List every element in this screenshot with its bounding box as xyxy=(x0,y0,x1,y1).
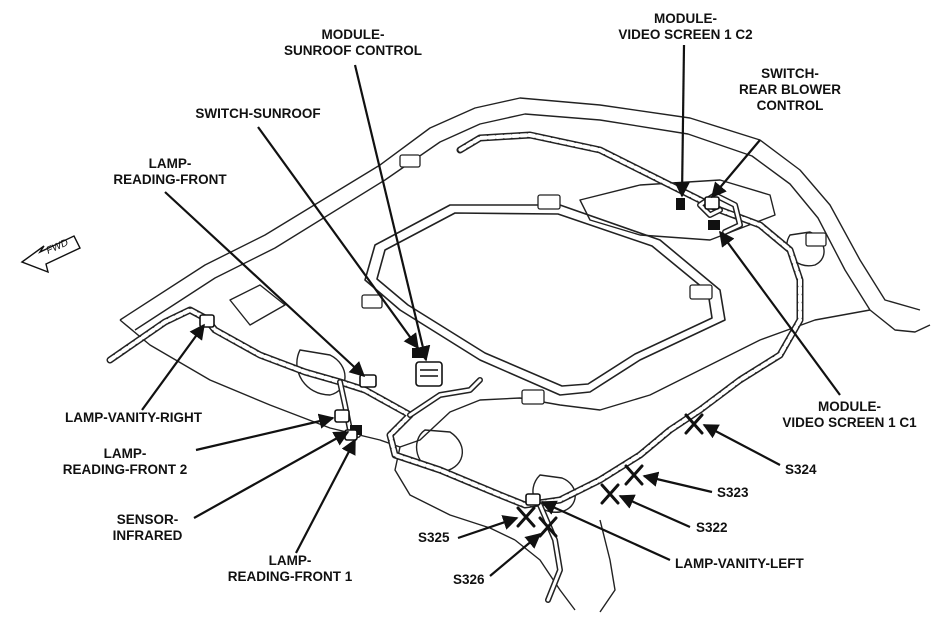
splice-s325-mark xyxy=(516,506,536,528)
video-screen-c2-connector xyxy=(676,198,685,210)
splice-markers xyxy=(516,413,704,538)
label-sensor-infrared: SENSOR- INFRARED xyxy=(112,512,183,543)
label-lamp-vanity-left: LAMP-VANITY-LEFT xyxy=(675,556,804,571)
leader-lamp-reading-front-1 xyxy=(295,438,356,554)
label-s323: S323 xyxy=(717,485,749,500)
leader-s324 xyxy=(702,424,781,466)
label-module-sunroof-control: MODULE- SUNROOF CONTROL xyxy=(284,27,422,58)
video-screen-c1-connector xyxy=(708,220,720,230)
leader-module-video-screen-c1 xyxy=(719,230,841,396)
leader-s322 xyxy=(618,494,691,529)
leader-s323 xyxy=(642,471,713,494)
leader-lamp-reading-front xyxy=(164,191,366,378)
vanity-right-lamp-connector xyxy=(199,314,215,328)
mounting-brackets xyxy=(361,154,827,405)
label-lamp-reading-front: LAMP- READING-FRONT xyxy=(113,156,227,187)
label-s324: S324 xyxy=(785,462,817,477)
leader-s326 xyxy=(489,533,542,577)
leader-switch-rear-blower xyxy=(711,139,761,199)
leader-module-sunroof-control xyxy=(353,64,431,362)
label-module-video-screen-1-c1: MODULE- VIDEO SCREEN 1 C1 xyxy=(782,399,917,430)
headliner-outline xyxy=(119,97,931,613)
vanity-left-lamp-connector xyxy=(525,493,541,506)
leader-lamp-vanity-right xyxy=(141,323,205,411)
splice-s323-mark xyxy=(624,464,644,486)
sunroof-control-module xyxy=(415,361,443,387)
splice-s324-mark xyxy=(684,413,704,435)
splice-s326-mark xyxy=(538,516,558,538)
leader-lamp-reading-front-2 xyxy=(195,413,335,452)
leader-s325 xyxy=(457,515,519,540)
label-s322: S322 xyxy=(696,520,728,535)
label-lamp-reading-front-1: LAMP- READING-FRONT 1 xyxy=(227,553,353,584)
sunroof-switch-connector xyxy=(412,348,424,358)
reading-front-2-connector xyxy=(334,409,350,423)
label-module-video-screen-1-c2: MODULE- VIDEO SCREEN 1 C2 xyxy=(618,11,753,42)
label-switch-sunroof: SWITCH-SUNROOF xyxy=(195,106,321,121)
leader-switch-sunroof xyxy=(257,126,419,350)
rear-blower-switch-connector xyxy=(704,196,720,210)
forward-direction-arrow: FWD xyxy=(20,235,81,274)
label-s326: S326 xyxy=(453,572,485,587)
splice-s322-mark xyxy=(600,483,620,505)
leader-lines xyxy=(141,44,841,577)
leader-sensor-infrared xyxy=(193,431,350,519)
label-switch-rear-blower-control: SWITCH- REAR BLOWER CONTROL xyxy=(739,66,841,113)
reading-front-lamp-connector xyxy=(359,374,377,388)
label-lamp-vanity-right: LAMP-VANITY-RIGHT xyxy=(65,410,202,425)
leader-module-video-screen-c2 xyxy=(674,44,690,198)
leader-lamp-vanity-left xyxy=(540,500,671,562)
label-lamp-reading-front-2: LAMP- READING-FRONT 2 xyxy=(62,446,188,477)
label-s325: S325 xyxy=(418,530,450,545)
